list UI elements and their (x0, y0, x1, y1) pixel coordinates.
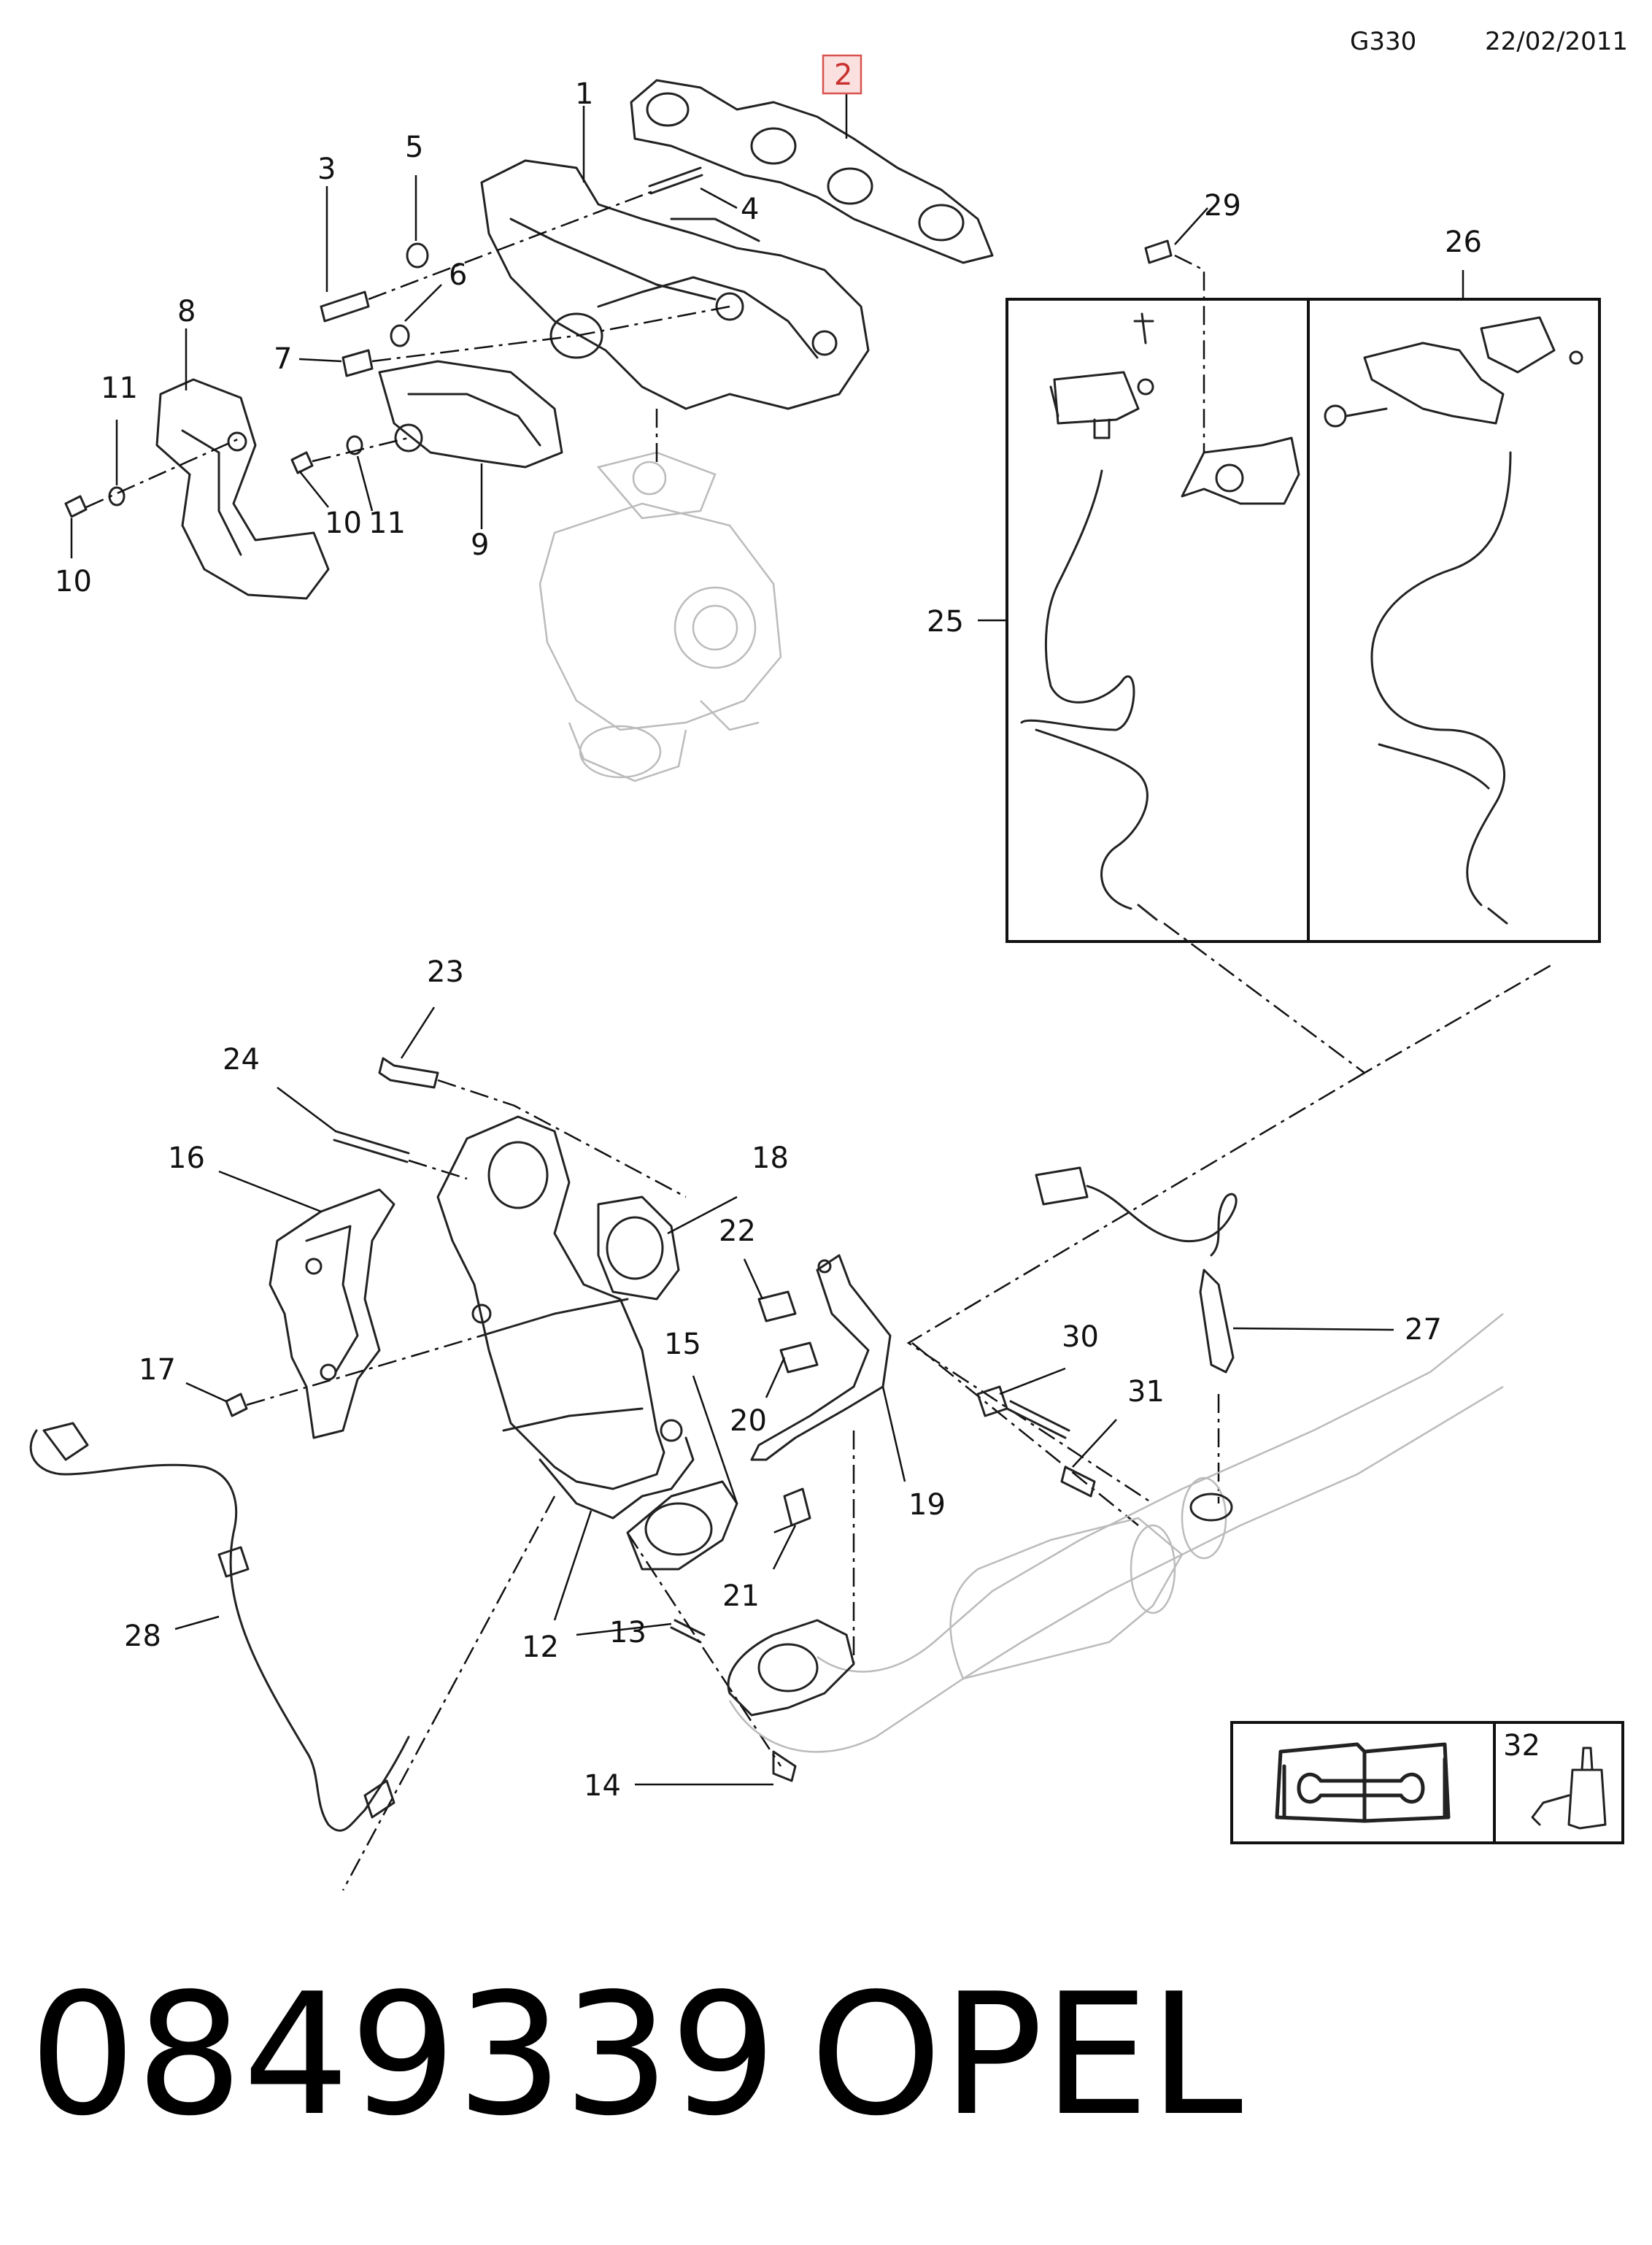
lower-fasteners (225, 1057, 819, 1782)
assembly-line-upper-2 (371, 305, 730, 363)
oxygen-sensor-post-cat (29, 1422, 410, 1832)
sealant-tube-icon (1531, 1747, 1607, 1830)
leader-7 (298, 358, 342, 363)
leader-28 (174, 1615, 220, 1630)
callout-17: 17 (139, 1353, 176, 1387)
assembly-line-28 (341, 1495, 556, 1891)
front-exhaust-pipe (727, 1313, 1504, 1753)
leader-15 (692, 1375, 738, 1504)
callout-15: 15 (664, 1328, 701, 1361)
legend-box: 32 (1230, 1721, 1624, 1844)
assembly-line-upper-1 (368, 188, 657, 301)
turbocharger (539, 451, 782, 782)
callout-31: 31 (1127, 1375, 1165, 1409)
leader-10b (298, 470, 329, 508)
assembly-line-upper-4 (312, 436, 409, 463)
catalyst-heat-shield (269, 1188, 395, 1439)
open-book-wrench-icon (1275, 1742, 1451, 1823)
leader-23 (400, 1006, 436, 1059)
assembly-line-14 (626, 1532, 782, 1767)
leader-21 (772, 1525, 797, 1570)
callout-11b: 11 (368, 507, 406, 540)
leader-31 (1072, 1419, 1117, 1468)
callout-7: 7 (274, 342, 292, 376)
callout-22: 22 (719, 1214, 756, 1248)
callout-1: 1 (575, 77, 593, 111)
callout-13: 13 (609, 1616, 646, 1649)
sensor-variants-box (1006, 298, 1601, 943)
callout-10a: 10 (55, 565, 92, 598)
callout-18: 18 (752, 1141, 789, 1175)
exhaust-manifold (480, 159, 870, 410)
assembly-line-24 (408, 1159, 468, 1180)
callout-29: 29 (1204, 189, 1241, 223)
leader-29 (1174, 207, 1208, 245)
callout-9: 9 (471, 528, 489, 562)
callout-27: 27 (1405, 1313, 1442, 1347)
callout-32: 32 (1503, 1729, 1540, 1763)
callout-20: 20 (730, 1404, 767, 1438)
diagram-code: G330 (1350, 27, 1416, 56)
callout-5: 5 (405, 131, 423, 164)
heat-shield-studs (976, 1385, 1096, 1498)
assembly-line-29 (1174, 254, 1205, 453)
callout-4: 4 (741, 193, 759, 226)
callout-21: 21 (722, 1579, 760, 1613)
leader-11b (356, 455, 374, 512)
part-number: 0849339 (29, 1958, 776, 2153)
assembly-line-21 (773, 1524, 792, 1534)
leader-6 (404, 284, 442, 322)
assembly-line-upper-3 (85, 436, 242, 509)
catalyst-support-bracket (750, 1254, 892, 1461)
callout-12: 12 (522, 1630, 559, 1664)
leader-24 (277, 1087, 336, 1132)
callout-6: 6 (449, 258, 467, 292)
catalyst-outlet-gasket (626, 1480, 738, 1571)
manifold-heat-shield (378, 360, 563, 469)
callout-30: 30 (1062, 1320, 1099, 1354)
callout-14: 14 (584, 1769, 621, 1803)
brand-name: OPEL (810, 1958, 1243, 2153)
assembly-line-30 (911, 1342, 1139, 1526)
leader-22 (743, 1258, 764, 1300)
callout-28: 28 (124, 1620, 161, 1653)
callout-25: 25 (927, 605, 964, 639)
assembly-line-25-26 (1163, 922, 1555, 1074)
callout-26: 26 (1445, 226, 1482, 259)
callout-23: 23 (427, 955, 464, 989)
callout-16: 16 (168, 1141, 205, 1175)
leader-27 (1232, 1327, 1394, 1331)
callout-8: 8 (177, 295, 196, 328)
callout-3: 3 (317, 153, 336, 186)
callout-2-highlight (822, 54, 862, 95)
callout-2: 2 (834, 58, 852, 92)
diagram-date: 22/02/2011 (1485, 27, 1628, 56)
leader-4 (700, 187, 738, 209)
callout-10b: 10 (325, 507, 362, 540)
leader-17 (185, 1382, 227, 1403)
callout-19: 19 (908, 1488, 946, 1522)
leader-16 (218, 1170, 322, 1213)
oxygen-sensor-pre-cat (1035, 1166, 1238, 1374)
assembly-line-mid (906, 1071, 1365, 1505)
turbo-outlet-gasket (597, 1195, 680, 1301)
leader-19 (881, 1386, 906, 1482)
leader-13 (576, 1622, 672, 1636)
leader-20 (765, 1357, 786, 1398)
sensor-bracket (1144, 239, 1300, 505)
leader-18 (667, 1195, 738, 1235)
callout-11a: 11 (101, 371, 138, 405)
callout-24: 24 (223, 1043, 260, 1077)
turbo-heat-shield (155, 378, 330, 600)
assembly-line-17 (246, 1334, 482, 1406)
exhaust-pressure-sensor-right (1324, 316, 1583, 925)
exhaust-manifold-gasket (630, 79, 994, 264)
catalytic-converter (436, 1115, 695, 1520)
leader-30 (999, 1367, 1066, 1395)
assembly-line-23 (437, 1079, 687, 1198)
leader-12 (553, 1510, 593, 1621)
exhaust-pressure-sensor-left (1020, 312, 1158, 921)
